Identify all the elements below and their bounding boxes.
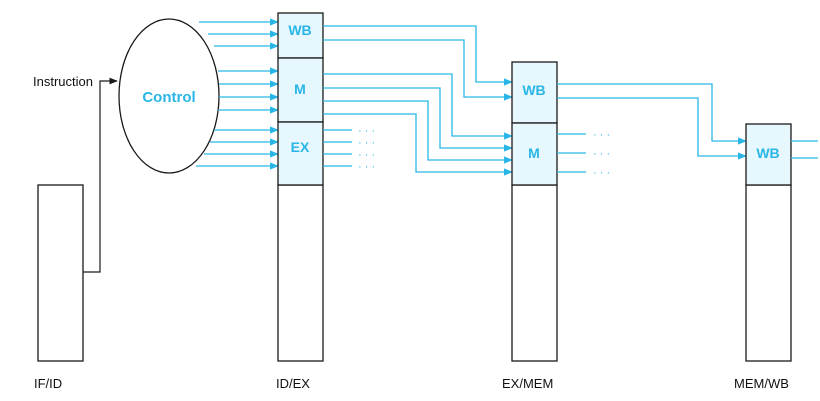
mem-wb-wb-label: WB — [756, 145, 779, 161]
ex-ellipsis-1: · · · — [358, 125, 375, 137]
ex-mem-register — [511, 184, 558, 362]
id-ex-register — [277, 184, 324, 362]
id-ex-m-wires — [323, 73, 513, 176]
control-output-wires — [196, 18, 279, 170]
wb-output-wires — [791, 140, 818, 159]
ex-ellipsis-2: · · · — [358, 137, 375, 149]
mem-wb-wb-field — [745, 123, 792, 186]
if-id-register — [37, 184, 84, 362]
id-ex-ex-label: EX — [291, 139, 310, 155]
id-ex-m-field — [277, 57, 324, 123]
id-ex-m-label: M — [294, 81, 306, 97]
id-ex-wb-wires — [323, 25, 513, 101]
ex-ellipsis-4: · · · — [358, 161, 375, 173]
instruction-label: Instruction — [33, 74, 93, 89]
ex-output-wires — [323, 129, 352, 167]
ex-mem-wb-wires — [557, 83, 747, 160]
mem-ellipsis-1: · · · — [593, 129, 610, 141]
id-ex-wb-label: WB — [288, 22, 311, 38]
id-ex-label: ID/EX — [276, 376, 310, 391]
ex-mem-wb-field — [511, 61, 558, 124]
if-id-label: IF/ID — [34, 376, 62, 391]
mem-ellipsis-3: · · · — [593, 167, 610, 179]
instruction-wire — [83, 77, 118, 273]
ex-ellipsis-3: · · · — [358, 149, 375, 161]
control-unit — [118, 18, 220, 174]
mem-wb-register — [745, 184, 792, 362]
ex-mem-m-field — [511, 122, 558, 186]
control-label: Control — [142, 89, 195, 106]
ex-mem-m-label: M — [528, 145, 540, 161]
mem-wb-label: MEM/WB — [734, 376, 789, 391]
mem-ellipsis-2: · · · — [593, 148, 610, 160]
mem-output-wires — [557, 133, 586, 173]
ex-mem-label: EX/MEM — [502, 376, 553, 391]
ex-mem-wb-label: WB — [522, 82, 545, 98]
